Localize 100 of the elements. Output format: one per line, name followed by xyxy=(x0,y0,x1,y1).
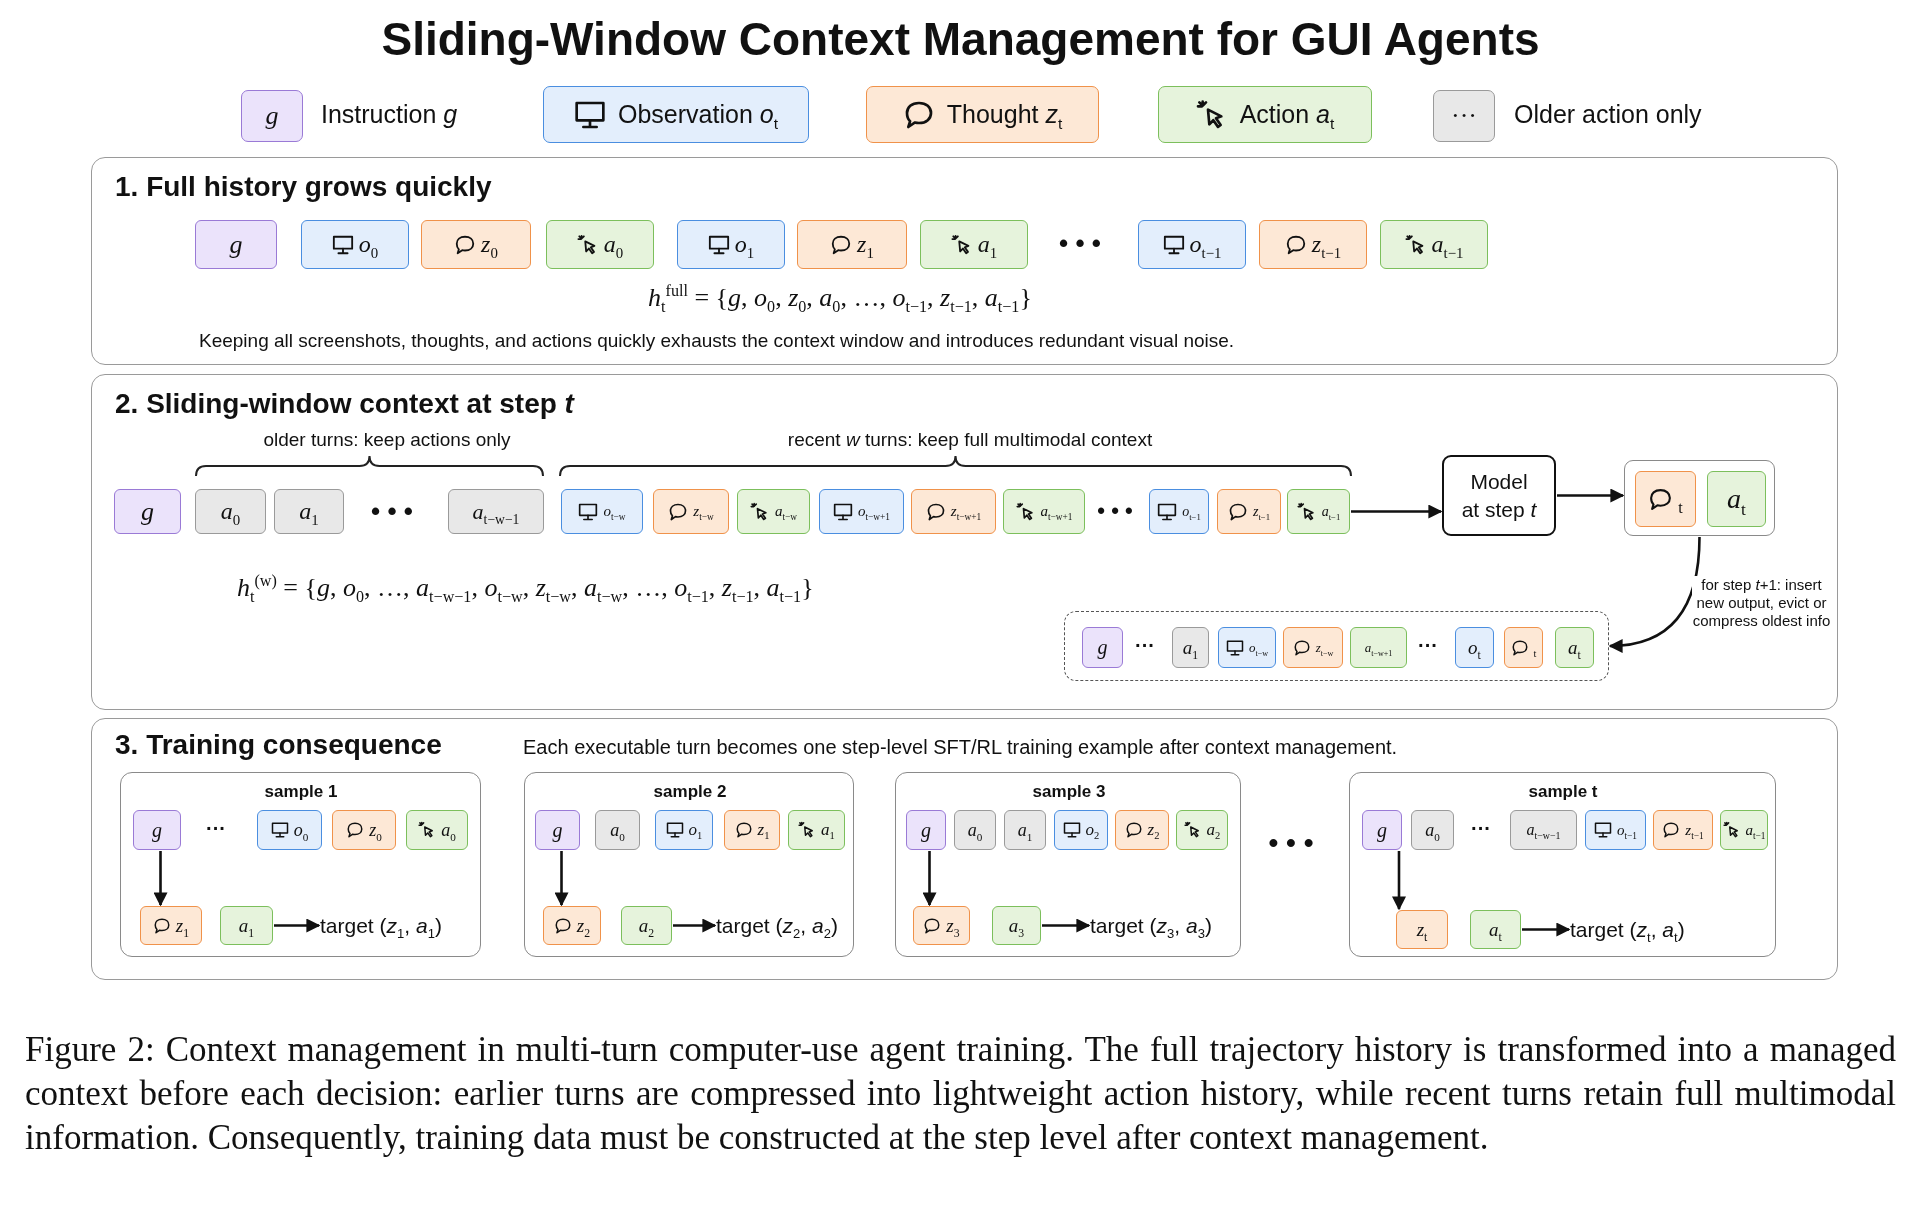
thought-token xyxy=(140,906,202,945)
token-label: a$_{0}$ xyxy=(220,498,241,525)
arrow xyxy=(922,851,937,907)
output-group-box xyxy=(1624,460,1775,536)
token-label: o$_{1}$ xyxy=(734,231,755,258)
target-label: target (z$_{t}$, a$_{t}$) xyxy=(1570,910,1685,949)
action-token xyxy=(1470,910,1521,949)
context-window-box xyxy=(1064,611,1609,681)
token-label: a$_{t}$ xyxy=(1727,483,1746,515)
token-label: g xyxy=(229,229,243,260)
token-label: a$_{1}$ xyxy=(238,914,255,937)
sample-card xyxy=(120,772,481,957)
model-label: Model at step t xyxy=(1460,469,1538,523)
action-token xyxy=(737,489,810,534)
legend-label: Observation o$_{t}$ xyxy=(618,100,778,129)
token-label: g xyxy=(141,496,154,527)
ellipsis: ··· xyxy=(206,816,226,840)
ellipsis: • • • xyxy=(1059,227,1101,259)
thought-token xyxy=(1115,810,1169,850)
arrow xyxy=(1522,922,1571,937)
action-token xyxy=(920,220,1028,269)
note-text: Keeping all screenshots, thoughts, and actions quickly exhausts the context window and introduces redundant visual noise. xyxy=(199,330,1235,352)
title: Sliding-Window Context Management for GUI Agents xyxy=(380,12,1541,66)
token-label: o$_{0}$ xyxy=(358,231,379,258)
arrow xyxy=(1351,504,1443,519)
brace-label: older turns: keep actions only xyxy=(263,429,511,451)
token-label: a$_{1}$ xyxy=(821,820,835,840)
instruction-token xyxy=(906,810,946,850)
sample-title: sample 2 xyxy=(653,782,727,802)
arrow xyxy=(1042,918,1091,933)
caption: Figure 2: Context management in multi-turn computer-use agent training. The full trajectory history is transformed into a managed context before each decision: earlier turns are compressed into lightweight action history, while recent turns retain full multimodal information. Consequently, training data must be constructed at the step level after context management. xyxy=(25,1029,1896,1159)
token-label: a$_{1}$ xyxy=(299,498,319,525)
section-panel xyxy=(91,157,1838,365)
legend-label: Older action only xyxy=(1514,100,1702,129)
token-label: z$_{2}$ xyxy=(576,914,591,937)
action-token xyxy=(1287,489,1350,534)
legend-label: Action a$_{t}$ xyxy=(1239,100,1335,129)
section-panel xyxy=(91,374,1838,710)
token-label: z$_{1}$ xyxy=(757,820,770,840)
sample-card xyxy=(1349,772,1776,957)
token-label: a$_{t}$ xyxy=(1489,918,1502,941)
action-token xyxy=(1380,220,1488,269)
section-panel xyxy=(91,718,1838,980)
thought-token xyxy=(421,220,531,269)
action-token xyxy=(1176,810,1228,850)
older-action-token xyxy=(595,810,640,850)
token-label: a$_{0}$ xyxy=(603,231,624,258)
arrow xyxy=(274,918,321,933)
older-action-token xyxy=(1510,810,1577,850)
token-label: a$_{2}$ xyxy=(1206,820,1221,840)
section-heading: 3. Training consequence xyxy=(115,729,442,761)
instruction-token xyxy=(195,220,277,269)
older-action-token xyxy=(1004,810,1046,850)
thought-token xyxy=(332,810,396,850)
observation-token xyxy=(819,489,904,534)
instruction-token xyxy=(1362,810,1402,850)
observation-token xyxy=(677,220,785,269)
token-label: a$_{t−w}$ xyxy=(774,503,797,520)
observation-token xyxy=(1149,489,1209,534)
section-heading: 1. Full history grows quickly xyxy=(115,171,492,203)
action-token xyxy=(1003,489,1085,534)
legend-label: Thought z$_{t}$ xyxy=(946,100,1063,129)
thought-token xyxy=(1217,489,1281,534)
thought-token xyxy=(1504,627,1543,668)
legend-label: Instruction g xyxy=(321,100,458,129)
older-action-token xyxy=(448,489,544,534)
ellipsis: ··· xyxy=(1471,816,1491,840)
token-label: z$_{t−w+1}$ xyxy=(950,503,982,520)
token-label: z$_{t−w}$ xyxy=(693,503,714,520)
token-label: z$_{1}$ xyxy=(857,231,874,258)
thought-token xyxy=(1635,471,1696,527)
arrow xyxy=(153,851,168,907)
older-action-token xyxy=(274,489,344,534)
action-token xyxy=(1555,627,1594,668)
thought-token xyxy=(653,489,729,534)
formula: h$_{t}$$^{(w)}$ = {g, o$_{0}$, …, a$_{t−w−1}$, o$_{t−w}$, z$_{t−w}$, a$_{t−w}$, …, o$_{t−1}$, z$_{t−1}$, a$_{t−1}$} xyxy=(237,573,814,603)
action-token xyxy=(1350,627,1407,668)
token-label: a$_{t}$ xyxy=(1568,636,1581,659)
thought-token xyxy=(911,489,996,534)
arrow xyxy=(1608,536,1701,653)
action-token xyxy=(1720,810,1768,850)
sample-card xyxy=(524,772,854,957)
token-label: a$_{1}$ xyxy=(977,231,998,258)
arrow xyxy=(1557,488,1625,503)
token-label: z$_{1}$ xyxy=(175,914,190,937)
thought-token xyxy=(543,906,601,945)
token-label: a$_{0}$ xyxy=(967,819,983,841)
sample-card xyxy=(895,772,1241,957)
token-label: g xyxy=(552,818,563,842)
token-label: t xyxy=(1678,498,1683,514)
token-label: a$_{t−w+1}$ xyxy=(1040,503,1073,520)
token-label: g xyxy=(1097,636,1108,659)
token-label: z$_{t−1}$ xyxy=(1252,503,1271,520)
token-label: z$_{0}$ xyxy=(481,231,498,258)
token-label: a$_{0}$ xyxy=(610,819,625,841)
instruction-token xyxy=(1082,627,1123,668)
token-label: g xyxy=(921,818,931,842)
thought-token xyxy=(1259,220,1367,269)
observation-token xyxy=(1585,810,1646,850)
observation-token xyxy=(655,810,713,850)
